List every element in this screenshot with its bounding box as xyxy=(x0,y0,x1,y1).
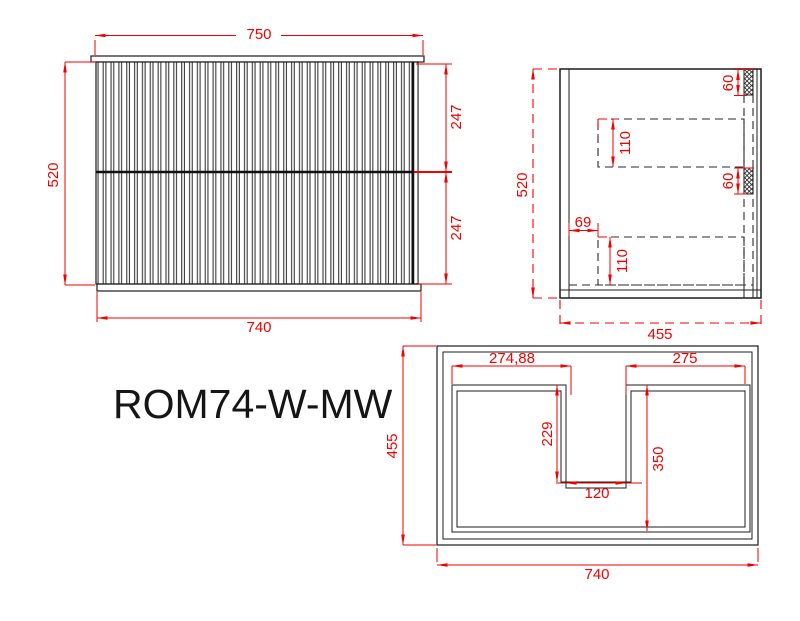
dim-side-depth: 455 xyxy=(647,326,672,343)
plan-carcass-outer xyxy=(436,345,759,546)
dim-side-upper-drawer: 110 xyxy=(617,131,634,155)
dim-plan-left-bay: 274,88 xyxy=(489,350,535,367)
dim-plan-recess-depth: 229 xyxy=(539,421,556,446)
dim-front-width-top: 750 xyxy=(246,26,271,43)
dim-side-drawer-offset: 69 xyxy=(575,214,592,231)
upper-drawer-hidden xyxy=(597,118,745,168)
mid-hanging-rail xyxy=(743,167,754,195)
dim-front-upper-drawer: 247 xyxy=(448,104,465,129)
lower-drawer-hidden xyxy=(597,236,745,286)
plan-carcass-inner xyxy=(442,351,753,540)
dim-plan-depth: 455 xyxy=(384,433,401,458)
plan-view: 455 740 274,88 275 229 350 120 xyxy=(384,345,759,583)
side-section-view: 520 455 60 60 110 110 69 xyxy=(514,68,762,343)
dim-plan-right-bay: 275 xyxy=(672,350,697,367)
front-elevation-view: 750 520 247 247 740 xyxy=(45,26,465,336)
model-code: ROM74-W-MW xyxy=(113,381,393,427)
drawer-cavity-outer xyxy=(451,384,751,533)
dim-plan-width: 740 xyxy=(584,566,609,583)
dim-plan-recess-width: 120 xyxy=(584,485,609,502)
top-hanging-rail xyxy=(743,68,754,96)
dim-plan-bay-depth: 350 xyxy=(650,446,667,471)
side-carcass xyxy=(559,68,762,299)
dim-front-lower-drawer: 247 xyxy=(448,215,465,240)
dim-side-mid-rail: 60 xyxy=(720,173,737,190)
dim-side-height: 520 xyxy=(514,172,531,197)
dim-front-width-bottom: 740 xyxy=(246,319,271,336)
drawer-cavity-inner xyxy=(456,390,746,528)
dim-front-height: 520 xyxy=(45,162,62,187)
dim-side-lower-drawer: 110 xyxy=(614,249,631,273)
countertop xyxy=(90,55,425,63)
bottom-panel xyxy=(96,283,422,292)
dim-side-top-rail: 60 xyxy=(720,75,737,92)
